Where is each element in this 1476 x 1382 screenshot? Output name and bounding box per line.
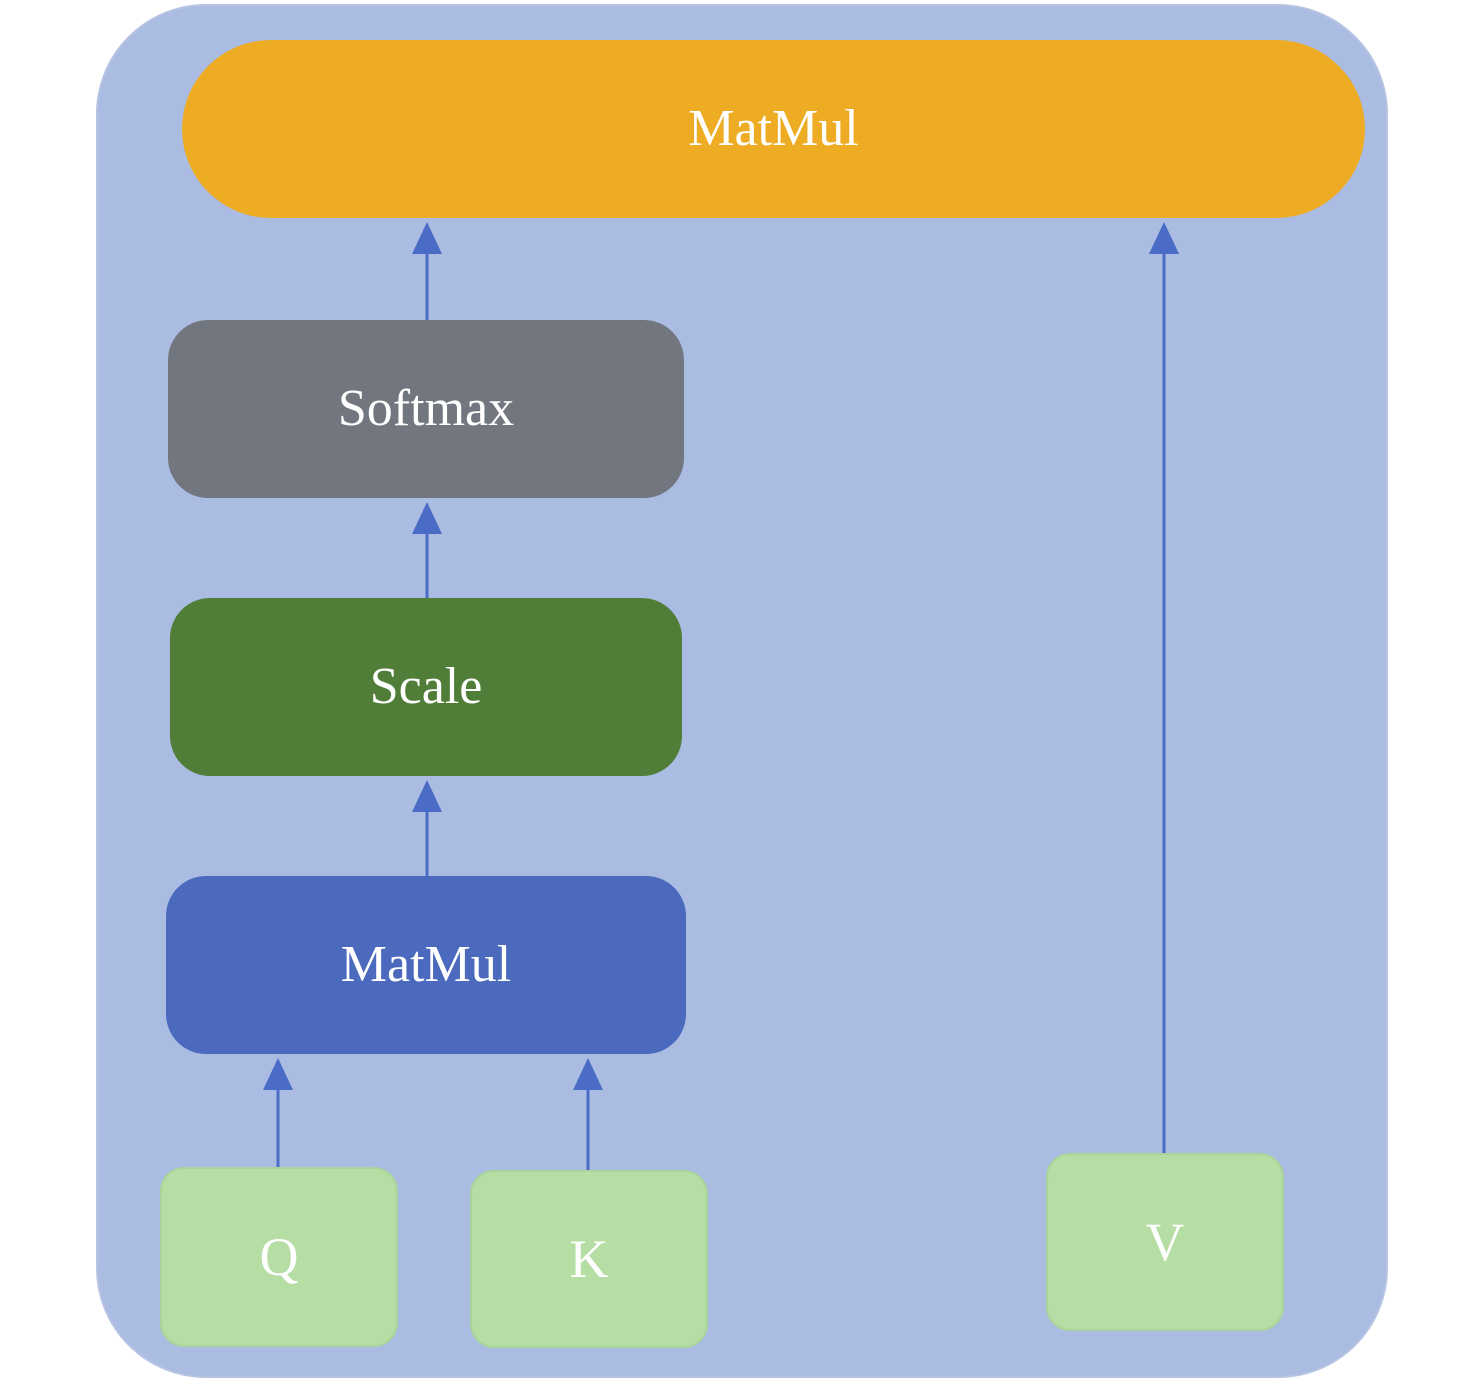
arrow-q-to-matmul (263, 1058, 293, 1167)
query-input-block: Q (160, 1167, 398, 1347)
softmax-block: Softmax (168, 320, 684, 498)
query-label: Q (259, 1227, 299, 1287)
softmax-label: Softmax (337, 380, 515, 437)
matmul-qk-block: MatMul (166, 876, 686, 1054)
matmul-output-block: MatMul (182, 40, 1365, 218)
key-label: K (569, 1229, 609, 1289)
matmul-output-label: MatMul (688, 100, 859, 157)
matmul-qk-label: MatMul (340, 936, 512, 993)
scale-block: Scale (170, 598, 682, 776)
arrow-softmax-to-matmul (412, 222, 442, 320)
arrow-scale-to-softmax (412, 502, 442, 598)
arrow-v-to-matmul (1149, 222, 1179, 1153)
key-input-block: K (470, 1170, 708, 1348)
arrow-k-to-matmul (573, 1058, 603, 1170)
value-label: V (1145, 1212, 1185, 1272)
scale-label: Scale (369, 658, 483, 715)
value-input-block: V (1046, 1153, 1284, 1331)
arrow-matmul-to-scale (412, 780, 442, 876)
